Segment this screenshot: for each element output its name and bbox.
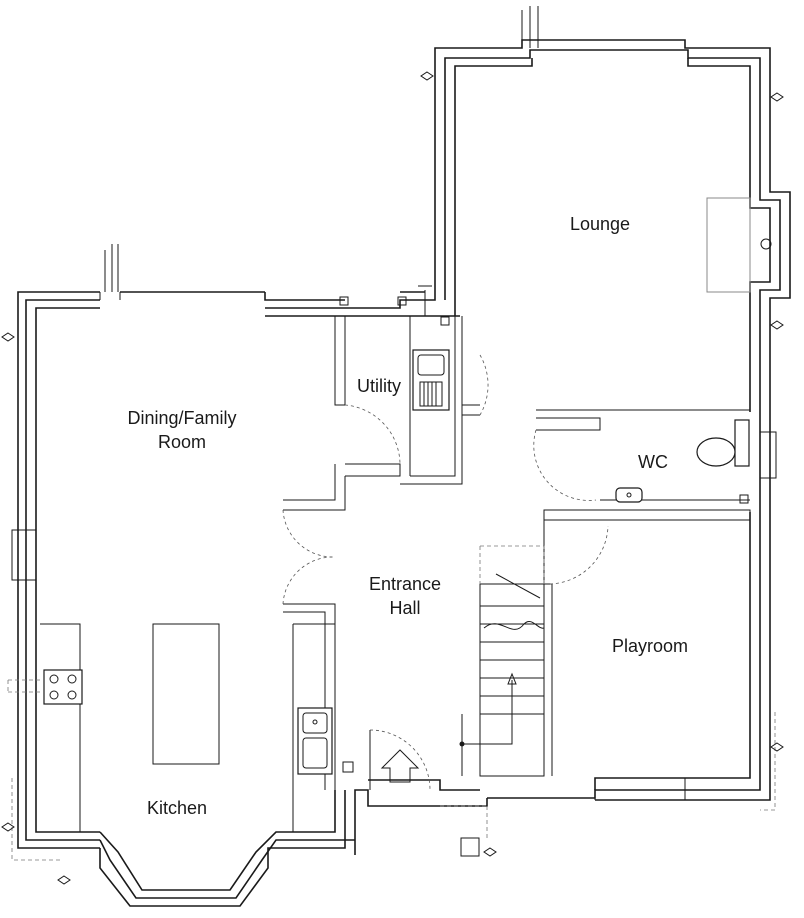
- interior-walls: [40, 316, 751, 832]
- room-label-entrance-line1: Entrance: [368, 574, 442, 594]
- staircase: [459, 545, 545, 777]
- room-label-entrance-line2: Hall: [389, 598, 421, 618]
- hob-icon: [7, 669, 83, 705]
- room-label-wc: WC: [638, 452, 668, 472]
- toilet-icon: [696, 419, 750, 467]
- fireplace-icon: [706, 197, 772, 293]
- room-label-lounge: Lounge: [569, 214, 631, 234]
- room-label-dining-line1: Dining/Family: [127, 408, 237, 428]
- kitchen-sink-icon: [297, 707, 333, 775]
- room-label-kitchen: Kitchen: [146, 798, 208, 818]
- door-swings: [282, 354, 609, 791]
- service-markers: [1, 71, 784, 885]
- windows: [11, 6, 777, 800]
- basin-icon: [615, 487, 643, 503]
- utility-sink-icon: [412, 349, 450, 411]
- room-label-playroom: Playroom: [611, 636, 689, 656]
- room-label-dining-line2: Room: [157, 432, 206, 452]
- entrance-arrow-icon: [380, 749, 420, 783]
- kitchen-island: [152, 623, 220, 765]
- room-label-utility: Utility: [357, 376, 401, 396]
